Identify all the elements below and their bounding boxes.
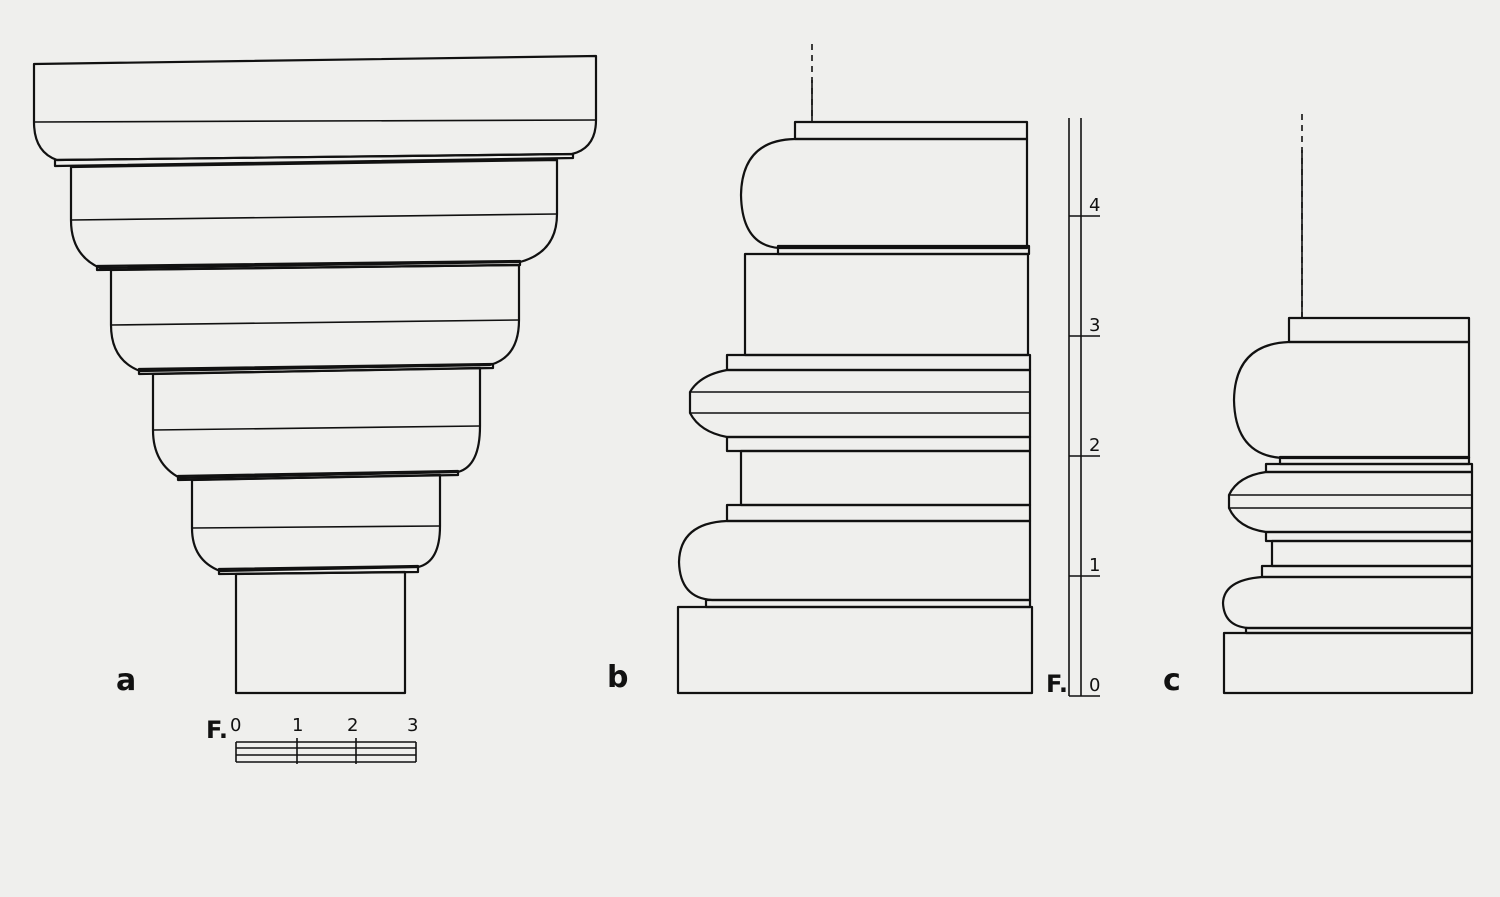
- vertical-scale-tick-label: 2: [1089, 435, 1100, 456]
- figure-b-label: b: [607, 660, 628, 695]
- vertical-scale-tick-label: 4: [1089, 195, 1100, 216]
- vertical-scale-unit: F.: [1046, 670, 1068, 698]
- vertical-scale-tick-label: 1: [1089, 555, 1100, 576]
- figure-b-profile: [676, 44, 1034, 695]
- horizontal-scale-tick-label: 0: [230, 715, 241, 736]
- horizontal-scale-tick-label: 2: [347, 715, 358, 736]
- horizontal-scale-tick-label: 3: [407, 715, 418, 736]
- vertical-scale-tick-label: 0: [1089, 675, 1100, 696]
- figure-c-profile: [1221, 114, 1474, 695]
- figure-c-label: c: [1163, 663, 1181, 698]
- figure-a-capital: [32, 54, 598, 695]
- figure-a-label: a: [116, 663, 136, 698]
- vertical-scale-bar: F. 0 1 2 3 4: [1046, 118, 1100, 698]
- horizontal-scale-tick-label: 1: [292, 715, 303, 736]
- vertical-scale-tick-label: 3: [1089, 315, 1100, 336]
- horizontal-scale-unit: F.: [206, 716, 228, 744]
- horizontal-scale-bar: F. 0 1 2 3: [206, 715, 418, 764]
